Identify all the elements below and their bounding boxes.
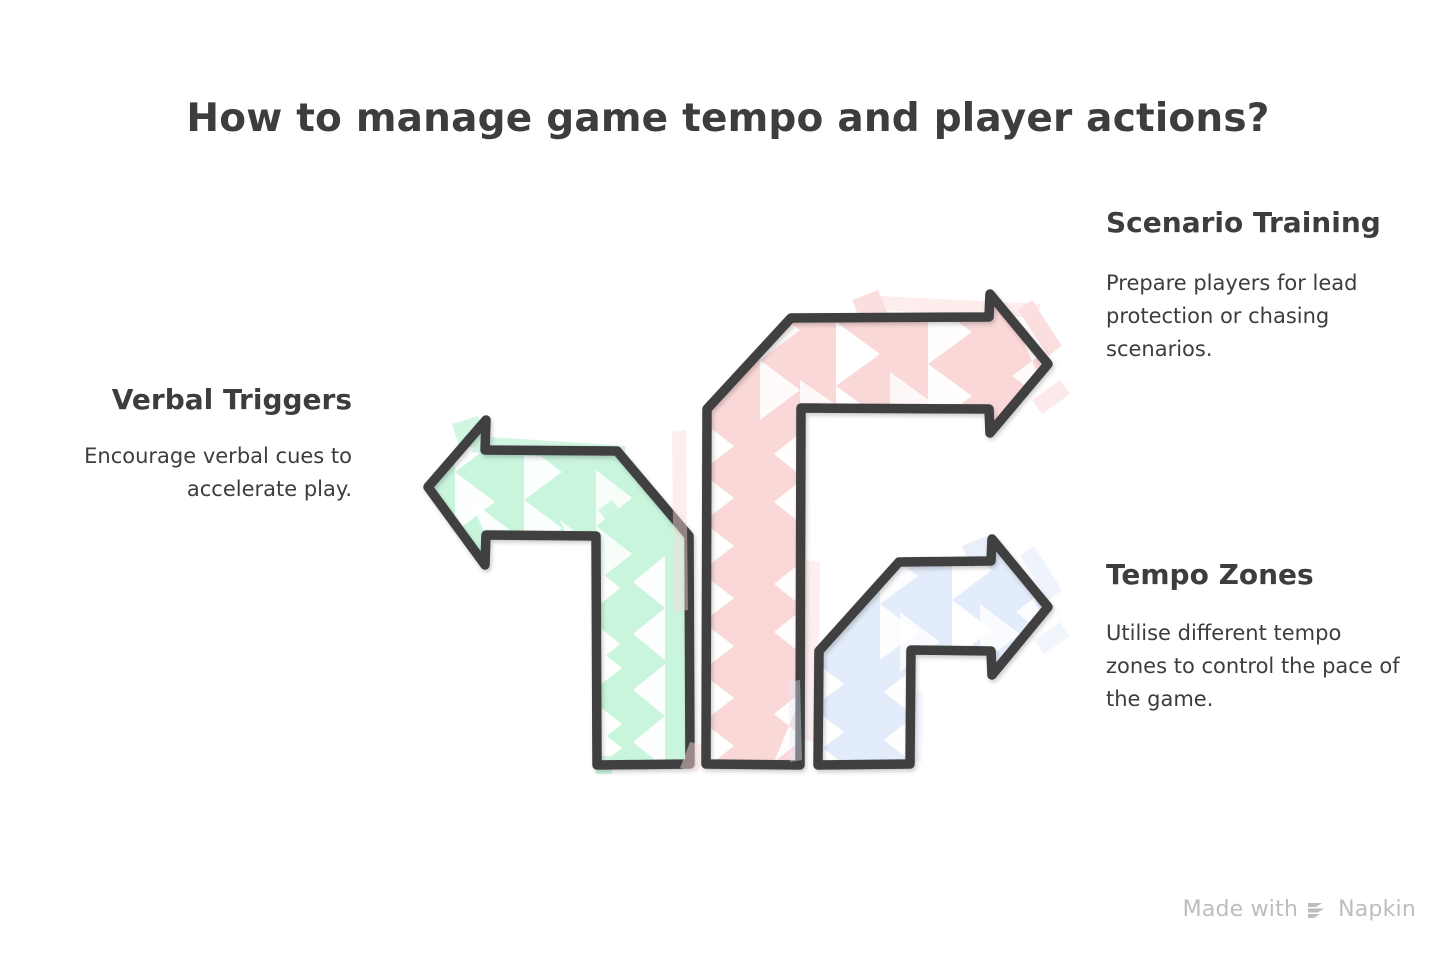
- callout-verbal-triggers: Verbal Triggers Encourage verbal cues to…: [80, 382, 352, 506]
- callout-scenario-training-body: Prepare players for lead protection or c…: [1106, 270, 1358, 362]
- callout-tempo-zones: Tempo Zones Utilise different tempo zone…: [1106, 557, 1408, 716]
- tempo-zones-arrow: [788, 534, 1070, 770]
- callout-tempo-zones-heading: Tempo Zones: [1106, 558, 1314, 591]
- tempo-zones-arrow-outline: [813, 534, 1053, 770]
- verbal-triggers-arrow-outline: [423, 415, 695, 770]
- scenario-training-arrow-outline: [701, 289, 1053, 770]
- verbal-triggers-arrow: [423, 415, 695, 774]
- callout-verbal-triggers-body: Encourage verbal cues to accelerate play…: [84, 443, 352, 501]
- callout-tempo-zones-body: Utilise different tempo zones to control…: [1106, 620, 1400, 712]
- callout-verbal-triggers-heading: Verbal Triggers: [111, 383, 352, 416]
- callout-scenario-training: Scenario Training Prepare players for le…: [1106, 205, 1406, 366]
- callout-scenario-training-heading: Scenario Training: [1106, 206, 1381, 239]
- page-title: How to manage game tempo and player acti…: [186, 96, 1270, 141]
- napkin-watermark: Made with Napkin: [1183, 897, 1416, 922]
- watermark-brand: Napkin: [1338, 897, 1416, 922]
- napkin-logo-icon: [1307, 900, 1329, 920]
- watermark-prefix: Made with: [1182, 897, 1299, 922]
